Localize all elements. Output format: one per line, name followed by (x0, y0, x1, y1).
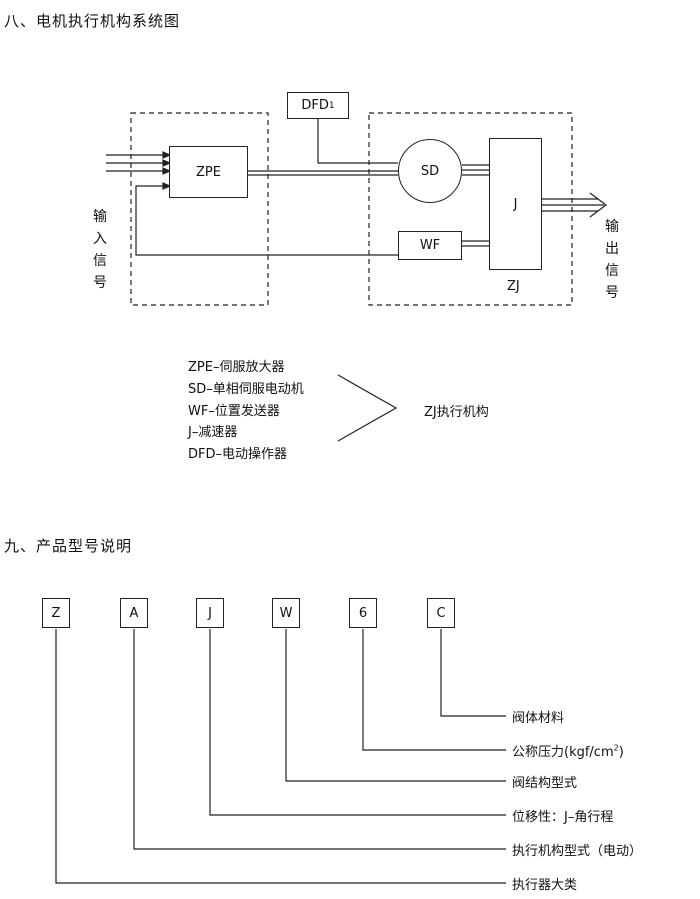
wf-block: WF (398, 231, 462, 260)
zj-label: ZJ (507, 279, 520, 294)
label-displacement: 位移性：J–角行程 (512, 810, 614, 825)
label-actuator-type: 执行机构型式（电动） (512, 844, 643, 859)
legend-item-j: J–减速器 (188, 425, 238, 440)
dfd-subscript: 1 (328, 100, 335, 111)
label-nominal-pressure: 公称压力(kgf/cm2) (512, 743, 624, 760)
section-8-heading: 八、电机执行机构系统图 (4, 12, 181, 30)
input-signal-label: 输入信号 (93, 209, 107, 291)
code-box-w: W (272, 598, 300, 628)
code-box-z: Z (42, 598, 70, 628)
output-arrow (542, 192, 607, 218)
label-valve-material: 阀体材料 (512, 711, 565, 726)
j-label: J (513, 196, 518, 212)
legend-bracket (337, 374, 398, 442)
code-box-j: J (196, 598, 224, 628)
dfd-label: DFD (301, 98, 329, 113)
legend-item-sd: SD–单相伺服电动机 (188, 382, 304, 397)
code-box-6: 6 (349, 598, 377, 628)
label-valve-structure: 阀结构型式 (512, 776, 578, 791)
model-tree-lines (55, 629, 506, 884)
section-9-heading: 九、产品型号说明 (4, 537, 133, 555)
code-box-c: C (427, 598, 455, 628)
code-box-a: A (120, 598, 148, 628)
legend-item-wf: WF–位置发送器 (188, 404, 280, 419)
zpe-block: ZPE (169, 146, 248, 198)
legend-item-dfd: DFD–电动操作器 (188, 447, 287, 462)
j-block: J (489, 138, 542, 270)
sd-motor: SD (398, 139, 462, 203)
right-dashed-boundary (368, 112, 573, 306)
feedback-line (135, 182, 398, 256)
left-dashed-boundary (130, 112, 269, 306)
label-actuator-category: 执行器大类 (512, 878, 578, 893)
input-arrows (106, 151, 172, 175)
legend-group-label: ZJ执行机构 (424, 405, 489, 420)
output-signal-label: 输出信号 (605, 219, 619, 301)
legend-item-zpe: ZPE–伺服放大器 (188, 360, 285, 375)
